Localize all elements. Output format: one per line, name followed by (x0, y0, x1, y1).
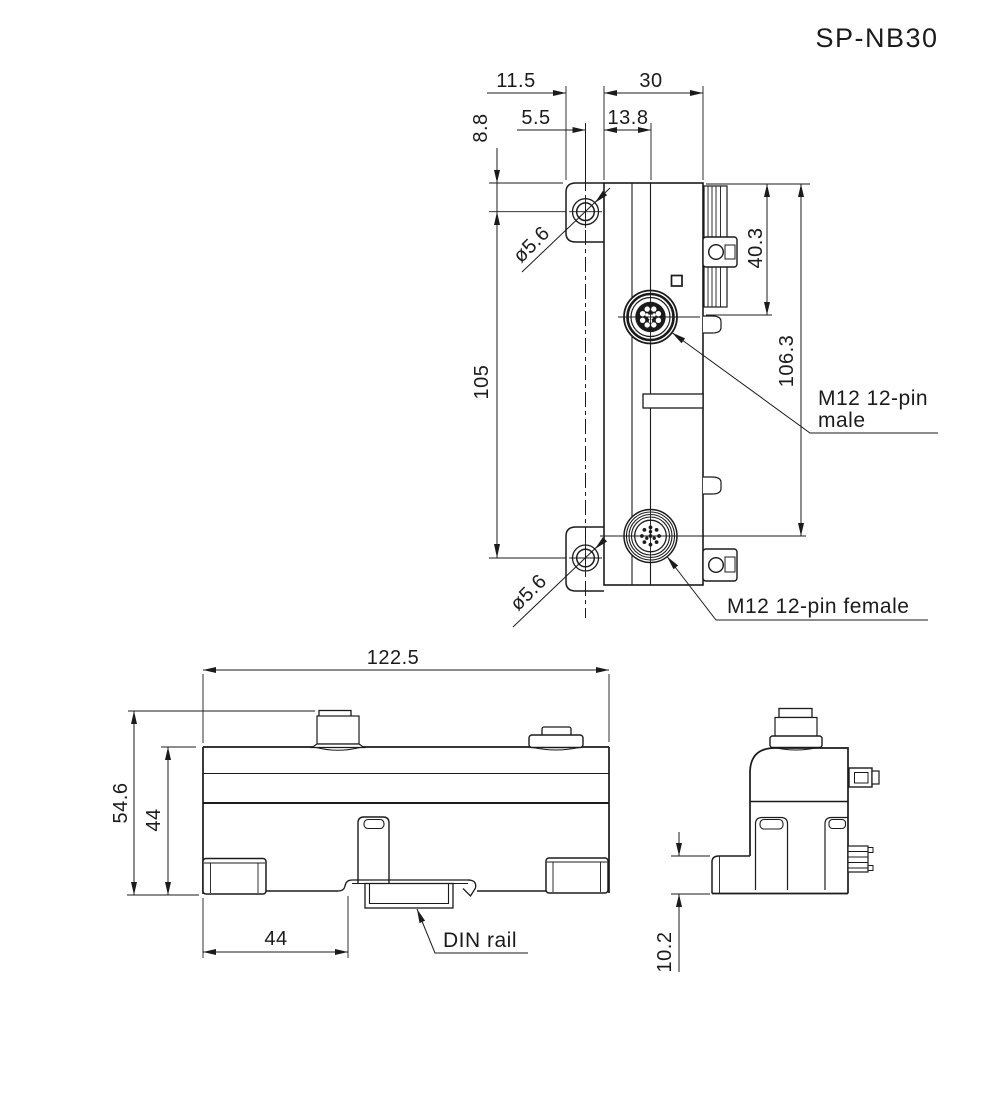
hole-bottom-label: ø5.6 (506, 570, 551, 615)
side-pocket-left-notch (759, 818, 784, 830)
foot-left-detail (204, 862, 265, 893)
cap-conn-flange (528, 734, 584, 749)
male-label-leader (671, 332, 938, 434)
side-pocket-right (824, 816, 848, 890)
dim-text-5-5: 5.5 (521, 107, 550, 129)
din-rail-plate (337, 879, 470, 892)
ext-122-5 (202, 674, 610, 743)
female-label: M12 12-pin female (727, 595, 909, 618)
cap-conn-base-arc (532, 747, 580, 751)
mounting-ear-top (565, 182, 604, 243)
side-body (711, 747, 849, 895)
bottom-view: 122.5 54.6 44 44 DIN rail (110, 647, 610, 958)
male-conn-flare (310, 743, 366, 749)
din-rail-channel-inner (368, 883, 450, 905)
front-connector-male (618, 288, 700, 346)
bottom-annotations: DIN rail (416, 908, 528, 954)
dim-text-40-3: 40.3 (745, 228, 767, 269)
dim-text-122-5: 122.5 (367, 647, 420, 669)
bottom-feet (202, 857, 609, 895)
dim-text-11-5: 11.5 (496, 70, 535, 92)
front-annotations: ø5.6 ø5.6 M12 12-pin male M12 12-pin fem… (506, 187, 938, 628)
side-flange (711, 855, 750, 894)
side-clip-tick-top (867, 847, 874, 853)
side-pocket-left (754, 816, 789, 890)
front-side-slot (642, 393, 704, 409)
side-clip-lines (848, 851, 868, 869)
side-connector-male (769, 707, 823, 751)
side-clip-tick-bottom (867, 865, 874, 871)
side-dimensions: 10.2 (654, 832, 710, 972)
hole-top-leader (521, 187, 611, 273)
front-view: 11.5 30 5.5 13.8 8.8 105 40.3 (470, 70, 938, 628)
side-pocket-right-notch (828, 818, 847, 830)
foot-left (202, 857, 267, 895)
drawing-title: SP-NB30 (815, 23, 938, 53)
din-latch-top-hole (708, 243, 725, 260)
side-din-spring-clip (847, 845, 869, 873)
ext-10-2 (671, 855, 710, 895)
side-aux-connector-tip (871, 770, 880, 785)
side-aux-connector (848, 767, 873, 788)
female-connector-crosshair (600, 507, 706, 566)
side-tab-lower (703, 476, 722, 495)
side-conn-cap (778, 707, 813, 719)
din-latch-bottom-detail (724, 556, 736, 573)
front-din-clip (702, 185, 738, 582)
male-conn-base-arc (315, 747, 361, 751)
side-tab-upper (703, 315, 722, 334)
dim-text-54-6: 54.6 (110, 783, 132, 824)
hole-bottom-leader (512, 540, 604, 628)
front-dimensions: 11.5 30 5.5 13.8 8.8 105 40.3 (470, 70, 810, 559)
din-rail-label: DIN rail (443, 929, 517, 952)
dim-text-44h: 44 (264, 928, 287, 950)
side-conn-base-arc (773, 747, 819, 751)
din-label-leader (416, 908, 528, 954)
mounting-ear-bottom (565, 526, 604, 592)
top-extension-lines (565, 86, 704, 180)
side-view: 10.2 (654, 707, 880, 972)
side-conn-flange (769, 735, 823, 749)
hole-top-label: ø5.6 (509, 222, 554, 267)
side-body-outline (749, 747, 849, 894)
dim-text-44v: 44 (143, 808, 165, 831)
ext-44h (202, 896, 349, 958)
dim-text-13-8: 13.8 (608, 107, 649, 129)
ext-54-6 (127, 710, 315, 896)
female-label-leader (666, 556, 928, 621)
bottom-connector-male (310, 709, 366, 751)
right-extension-lines (706, 183, 810, 537)
bottom-din-rail (337, 816, 477, 909)
din-latch-bottom-hole (708, 557, 725, 574)
dim-text-106-3: 106.3 (776, 335, 798, 388)
dim-text-30: 30 (639, 70, 662, 92)
bottom-connector-capped (528, 726, 584, 751)
dim-text-105: 105 (471, 365, 493, 400)
male-label-line2: male (818, 409, 866, 432)
din-latch-top-detail (724, 244, 736, 260)
din-hook-notch (363, 818, 385, 830)
side-conn-threads (774, 716, 818, 738)
side-right-features (847, 767, 880, 873)
bottom-dimensions: 122.5 54.6 44 44 (110, 647, 610, 958)
din-rail-right-hook (462, 879, 477, 898)
bottom-body (202, 746, 610, 894)
male-label-line1: M12 12-pin (818, 387, 928, 410)
din-rail-channel (364, 882, 454, 909)
foot-right-detail (547, 861, 607, 892)
front-connector-female (600, 507, 706, 566)
din-hook (357, 816, 390, 883)
side-aux-connector-inner (854, 772, 869, 784)
male-conn-threads (316, 715, 360, 745)
dim-text-10-2: 10.2 (654, 932, 676, 973)
front-indicator-square (670, 274, 683, 287)
foot-right (545, 857, 609, 894)
male-connector-crosshair (618, 288, 700, 346)
left-extension-lines (489, 182, 566, 559)
dim-text-8-8: 8.8 (470, 113, 492, 142)
